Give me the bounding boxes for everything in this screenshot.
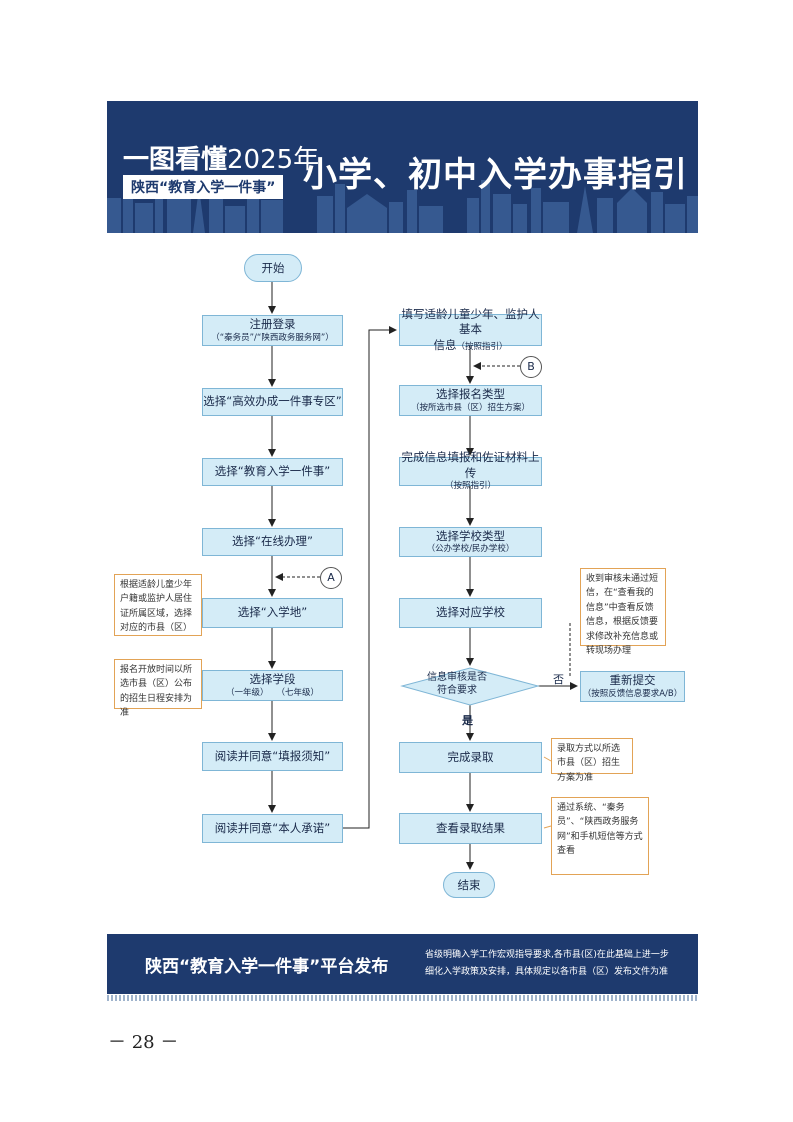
step-sub-text: （按照反馈信息要求A/B） <box>582 688 683 699</box>
note-review-failed: 收到审核未通过短信，在“查看我的信息”中查看反馈信息，根据反馈要求修改补充信息或… <box>580 568 666 656</box>
step-sub-text: （按照指引） <box>456 341 508 352</box>
page-number: － 28 － <box>108 1032 179 1053</box>
step-select-application-type: 选择报名类型 （按所选市县（区）招生方案） <box>399 385 542 416</box>
step-sub-text: （按所选市县（区）招生方案） <box>410 402 530 413</box>
connector-b: B <box>520 356 542 378</box>
note-admission-method: 录取方式以所选市县（区）招生方案为准 <box>551 738 633 783</box>
footer-banner: 陕西“教育入学一件事”平台发布 省级明确入学工作宏观指导要求,各市县(区)在此基… <box>107 934 698 994</box>
step-main-text: 选择学校类型 <box>436 528 505 543</box>
step-sub-text: （按照指引） <box>444 481 496 492</box>
step-main-text: 选择“高效办成一件事专区” <box>203 394 342 409</box>
step-resubmit: 重新提交 （按照反馈信息要求A/B） <box>580 671 685 702</box>
step-read-commitment: 阅读并同意“本人承诺” <box>202 814 343 843</box>
footer-title: 陕西“教育入学一件事”平台发布 <box>145 957 389 977</box>
step-view-result: 查看录取结果 <box>399 813 542 844</box>
footer-stripes <box>107 995 698 1001</box>
step-main-text: 选择“在线办理” <box>232 534 313 549</box>
step-main-text: 选择学段 <box>249 672 296 686</box>
step-main-text: 查看录取结果 <box>436 820 505 835</box>
step-select-education-enrollment: 选择“教育入学一件事” <box>202 458 343 486</box>
step-fill-basic-info: 填写适龄儿童少年、监护人基本 信息（按照指引） <box>399 307 542 352</box>
step-sub-text: （“秦务员”/“陕西政务服务网”） <box>211 332 334 343</box>
step-select-school: 选择对应学校 <box>399 598 542 628</box>
connector-a: A <box>320 567 342 589</box>
step-main-text: 重新提交 <box>609 673 656 687</box>
banner-main-title: 小学、初中入学办事指引 <box>303 155 688 195</box>
note-schedule: 报名开放时间以所选市县（区）公布的招生日程安排为准 <box>114 659 202 718</box>
step-main-text-2: 信息 <box>433 337 457 352</box>
city-skyline-illustration <box>107 178 698 233</box>
step-select-school-type: 选择学校类型 （公办学校/民办学校） <box>399 527 542 557</box>
header-banner: 一图看懂2025年 陕西“教育入学一件事” 小学、初中入学办事指引 <box>107 101 698 233</box>
decision-review: 信息审核是否 符合要求 <box>402 671 512 697</box>
decision-yes-label: 是 <box>462 714 473 727</box>
footer-note-line2: 细化入学政策及安排，具体规定以各市县（区）发布文件为准 <box>425 967 669 978</box>
step-main-text: 选择“入学地” <box>237 605 308 620</box>
step-main-text: 选择报名类型 <box>436 387 505 401</box>
banner-tag: 陕西“教育入学一件事” <box>123 175 284 199</box>
step-select-enrollment-area: 选择“入学地” <box>202 598 343 628</box>
banner-line1: 一图看懂2025年 <box>123 139 319 176</box>
step-sub-text: （公办学校/民办学校） <box>426 544 515 555</box>
step-read-notice: 阅读并同意“填报须知” <box>202 742 343 771</box>
step-main-text: 完成信息填报和佐证材料上传 <box>401 450 540 480</box>
step-main-text: 填写适龄儿童少年、监护人基本 <box>401 306 540 337</box>
step-main-text: 选择对应学校 <box>436 605 505 620</box>
step-complete-admission: 完成录取 <box>399 742 542 773</box>
footer-note-line1: 省级明确入学工作宏观指导要求,各市县(区)在此基础上进一步 <box>425 950 669 960</box>
step-select-special-zone: 选择“高效办成一件事专区” <box>202 388 343 416</box>
step-sub-text: （一年级） （七年级） <box>225 687 320 698</box>
step-main-text: 完成录取 <box>447 749 494 764</box>
step-select-grade: 选择学段 （一年级） （七年级） <box>202 670 343 701</box>
flow-end: 结束 <box>443 872 495 898</box>
note-result-channels: 通过系统、“秦务员”、“陕西政务服务网”和手机短信等方式查看 <box>551 797 649 875</box>
step-main-text: 阅读并同意“填报须知” <box>214 748 331 763</box>
decision-line1: 信息审核是否 <box>427 672 487 683</box>
step-main-text: 阅读并同意“本人承诺” <box>214 820 331 835</box>
banner-prefix: 一图看懂 <box>123 145 228 175</box>
note-region: 根据适龄儿童少年户籍或监护人居住证所属区域，选择对应的市县（区） <box>114 574 202 636</box>
footer-note: 省级明确入学工作宏观指导要求,各市县(区)在此基础上进一步 细化入学政策及安排，… <box>425 947 669 981</box>
step-register-login: 注册登录 （“秦务员”/“陕西政务服务网”） <box>202 315 343 346</box>
decision-no-label: 否 <box>553 673 564 686</box>
decision-line2: 符合要求 <box>437 685 477 696</box>
flow-start: 开始 <box>244 254 302 282</box>
step-complete-info-upload: 完成信息填报和佐证材料上传 （按照指引） <box>399 450 542 491</box>
banner-year: 2025年 <box>227 145 320 175</box>
step-select-online: 选择“在线办理” <box>202 528 343 556</box>
step-main-text: 选择“教育入学一件事” <box>214 464 331 479</box>
step-main-text: 注册登录 <box>249 317 296 331</box>
